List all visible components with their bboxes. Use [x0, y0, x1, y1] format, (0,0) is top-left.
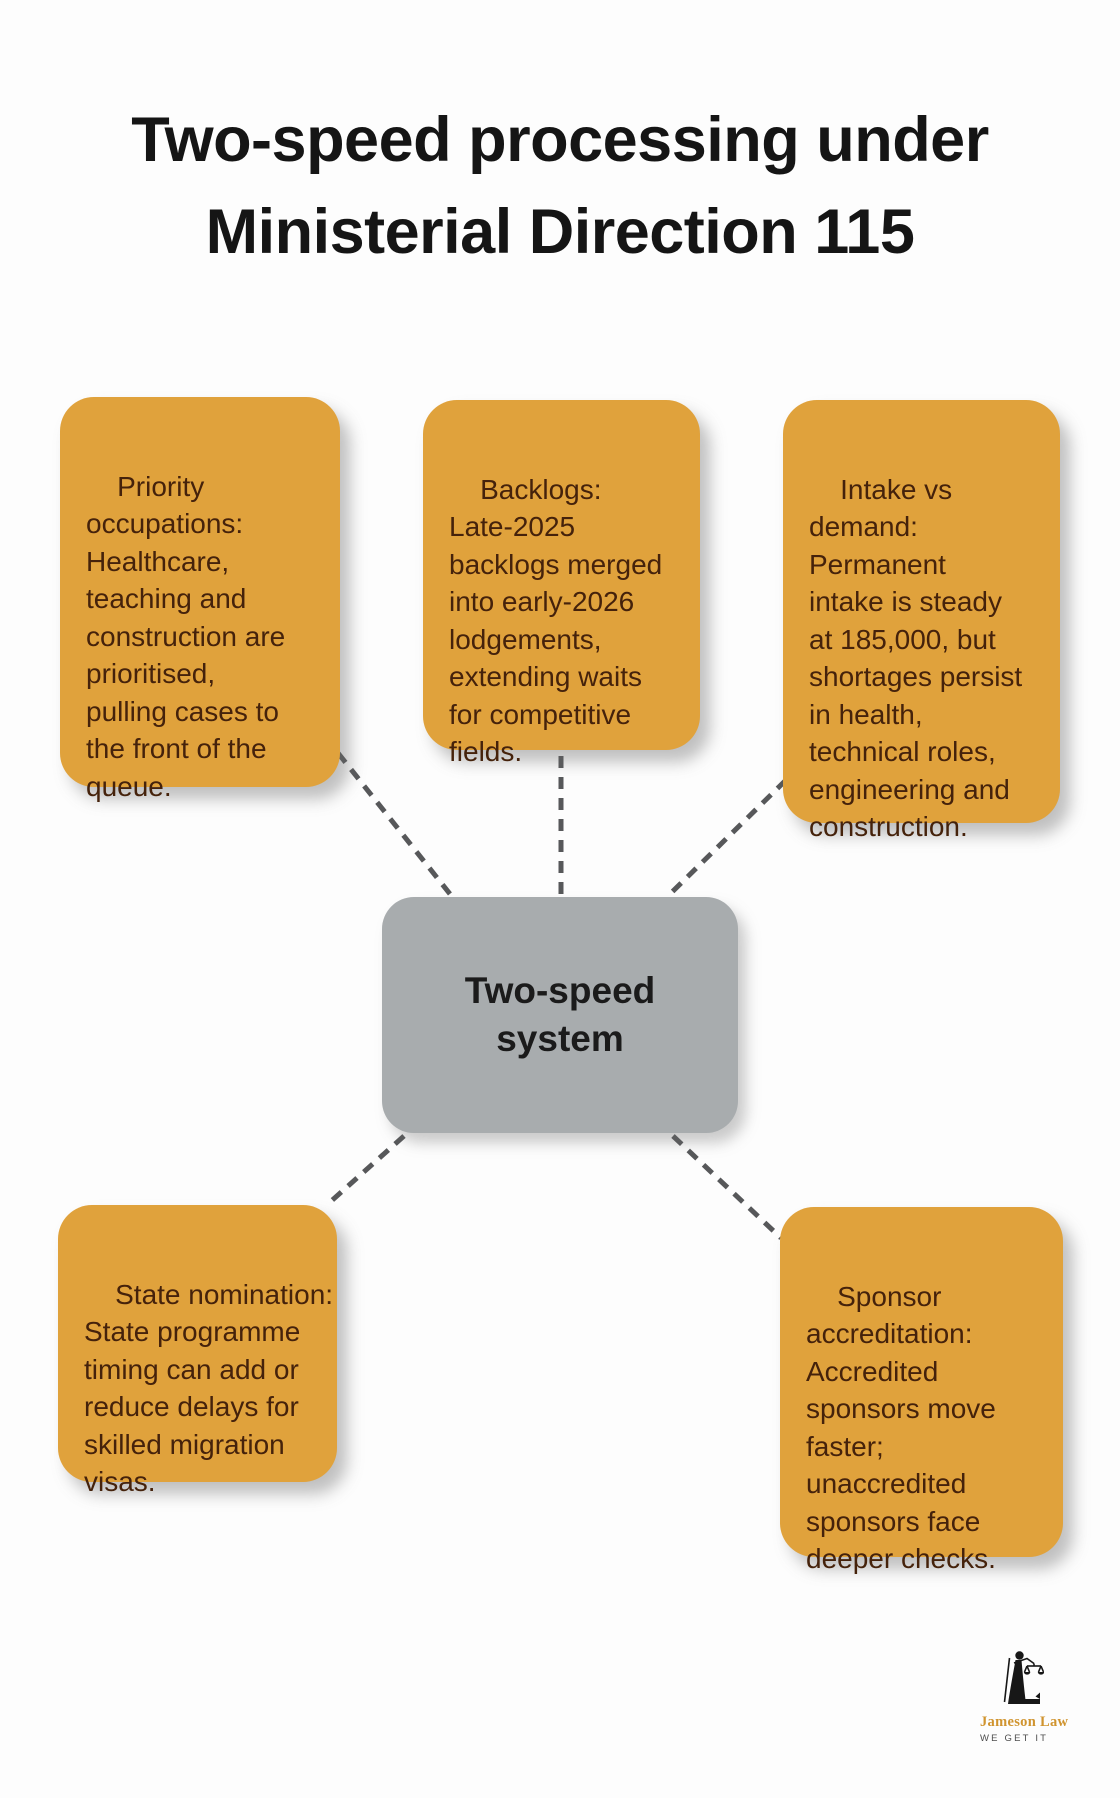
node-priority-occupations: Priority occupations: Healthcare, teachi…	[60, 397, 340, 802]
center-node: Two-speed system	[382, 897, 738, 1133]
node-sponsor-accreditation-text: Sponsor accreditation: Accredited sponso…	[806, 1280, 996, 1575]
lady-justice-icon	[1003, 1651, 1044, 1704]
connector-priority-to-center	[336, 751, 452, 896]
node-intake-vs-demand-text: Intake vs demand: Permanent intake is st…	[809, 473, 1023, 843]
brand-logo: Jameson Law WE GET IT	[980, 1650, 1080, 1744]
node-priority-occupations-text: Priority occupations: Healthcare, teachi…	[86, 470, 286, 802]
node-state-nomination-text: State nomination: State programme timing…	[84, 1278, 334, 1498]
connector-intake-to-center	[666, 778, 788, 898]
brand-tagline: WE GET IT	[980, 1733, 1049, 1744]
connector-center-to-state	[327, 1134, 406, 1205]
node-backlogs-text: Backlogs: Late-2025 backlogs merged into…	[449, 473, 663, 768]
page-title: Two-speed processing under Ministerial D…	[131, 105, 989, 267]
node-sponsor-accreditation: Sponsor accreditation: Accredited sponso…	[780, 1207, 1063, 1574]
node-intake-vs-demand: Intake vs demand: Permanent intake is st…	[783, 400, 1060, 842]
brand-name: Jameson Law	[980, 1714, 1069, 1730]
node-backlogs: Backlogs: Late-2025 backlogs merged into…	[423, 400, 700, 767]
connector-center-to-sponsor	[671, 1134, 783, 1240]
node-state-nomination: State nomination: State programme timing…	[58, 1205, 337, 1497]
center-node-label: Two-speed system	[464, 970, 656, 1059]
